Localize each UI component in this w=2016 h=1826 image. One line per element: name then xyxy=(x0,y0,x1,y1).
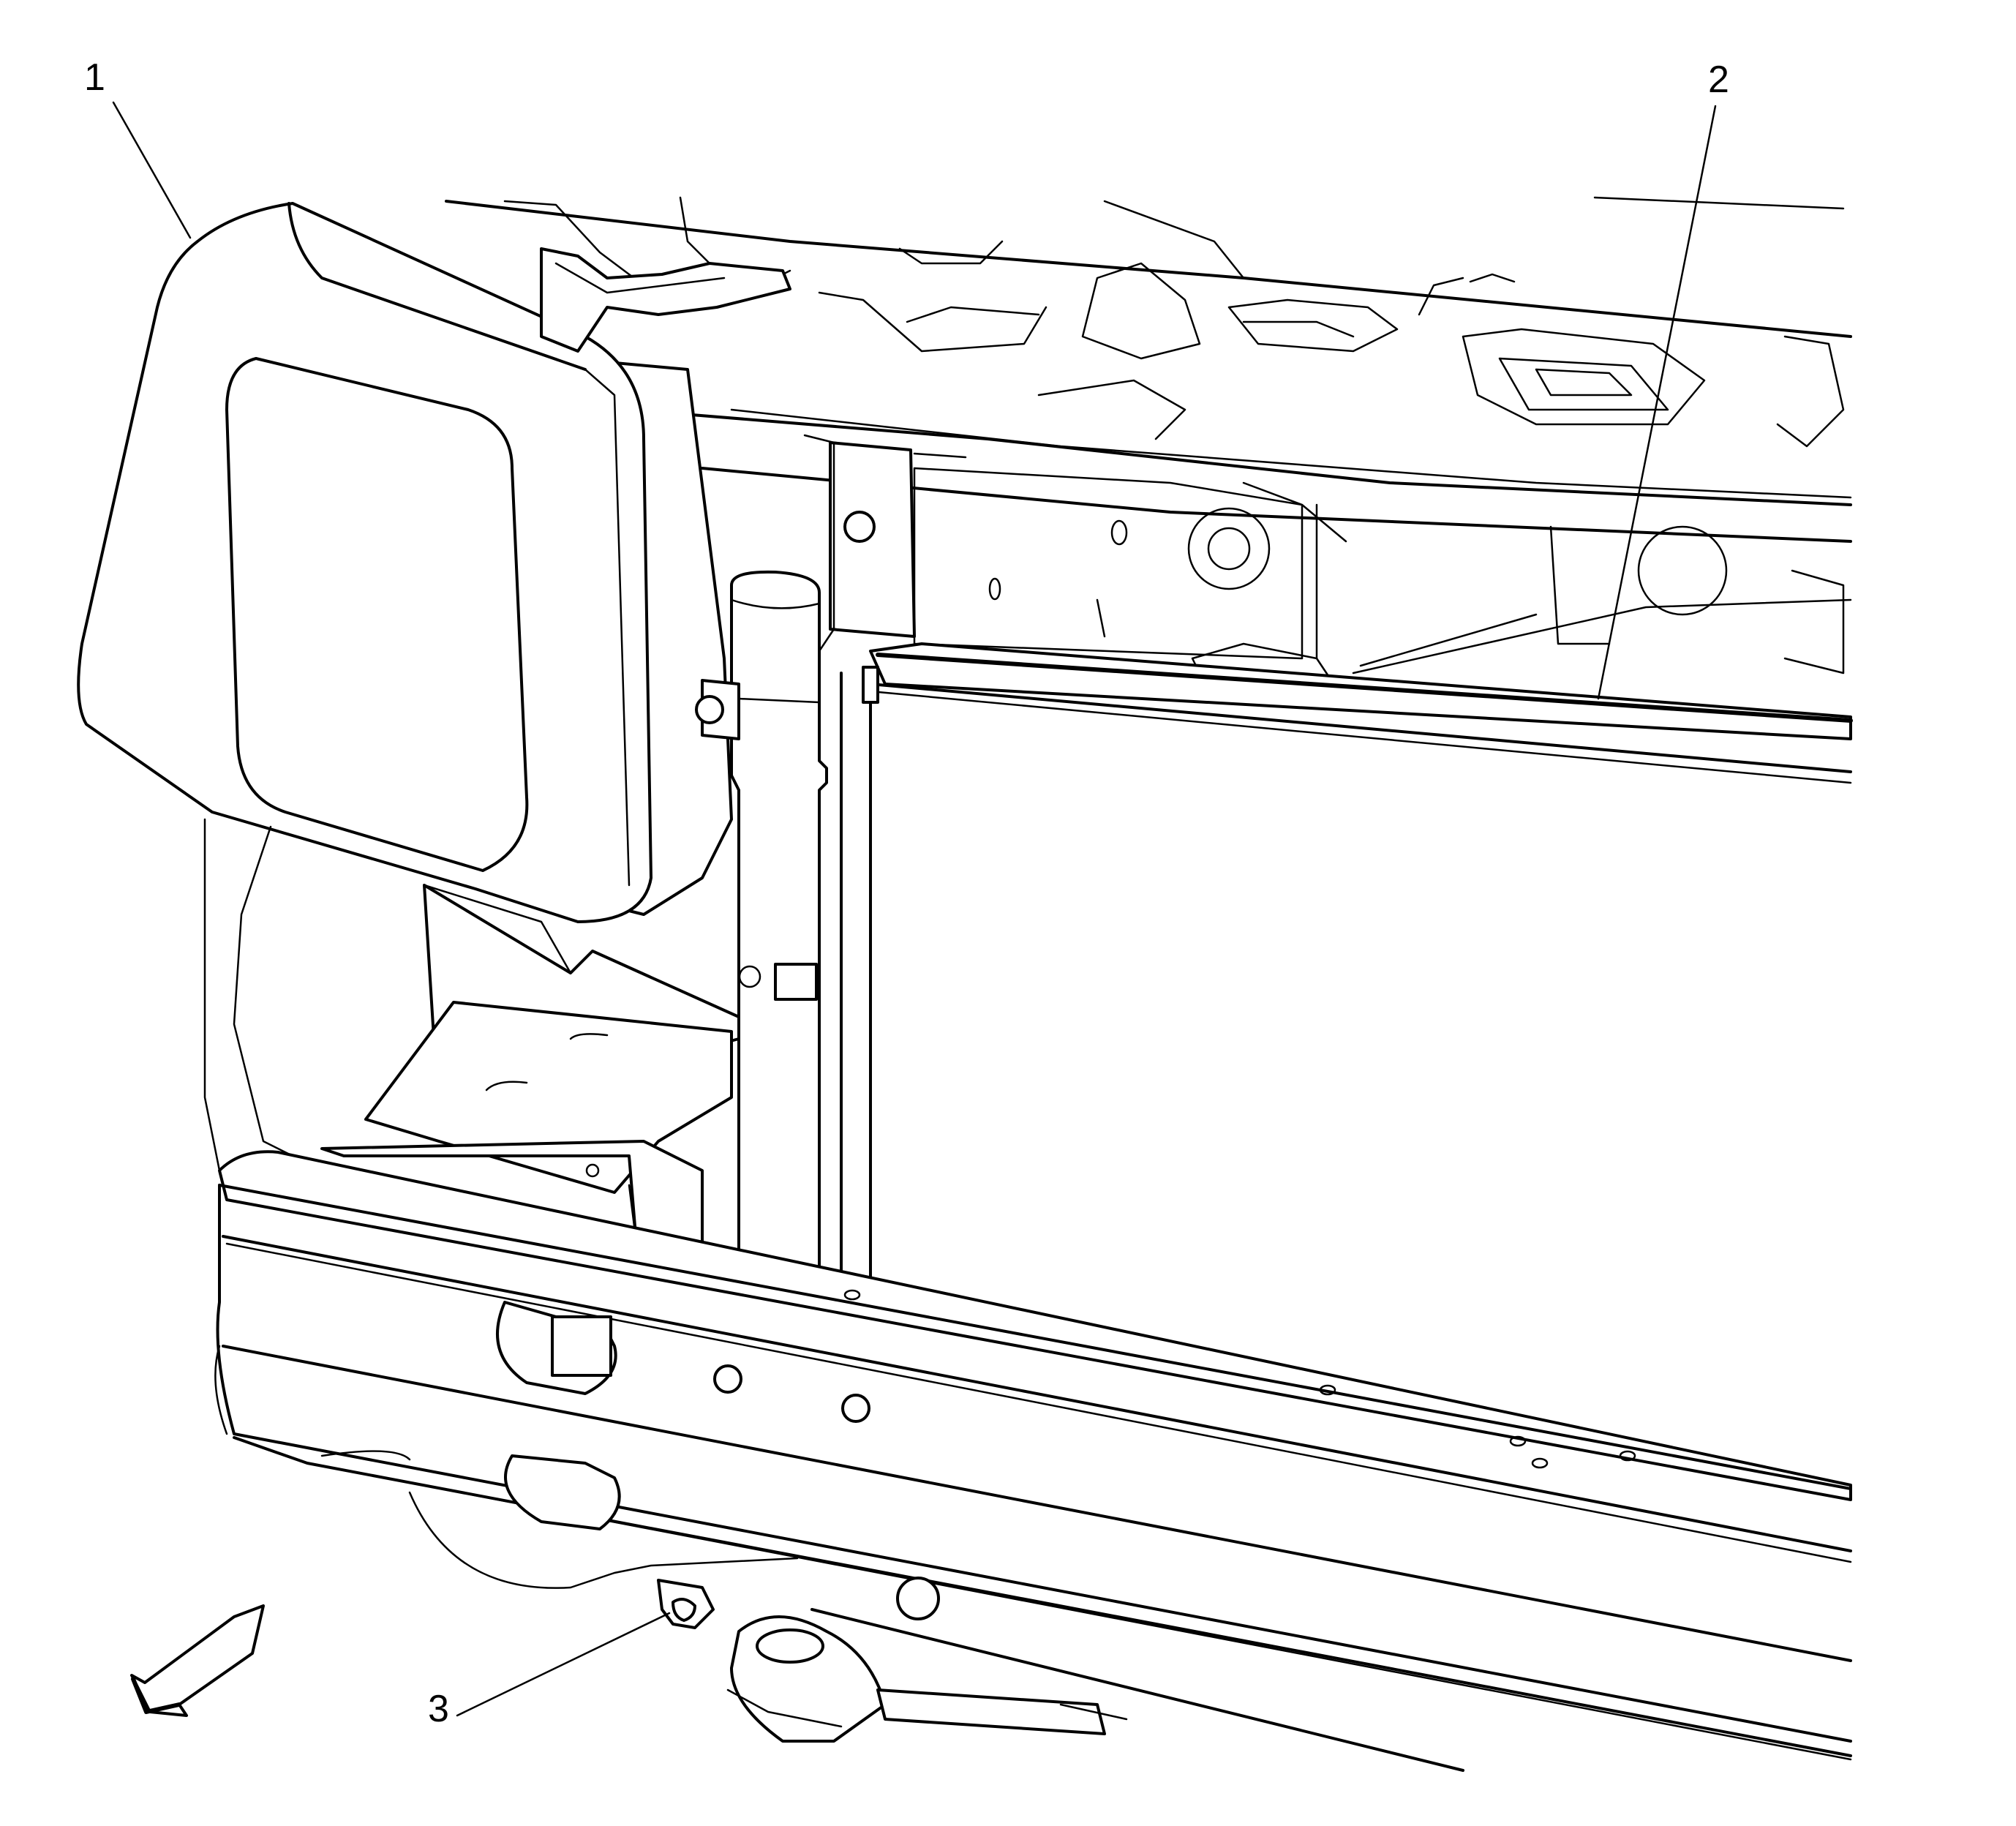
headlamp-assembly xyxy=(77,202,791,982)
lower-inner-structure xyxy=(203,818,740,1245)
headlamp-bracket xyxy=(695,434,967,740)
upper-bolt-icon xyxy=(843,511,876,543)
forward-arrow-icon xyxy=(130,1604,265,1717)
radiator-side-tank xyxy=(730,570,828,1271)
lower-fastener-area xyxy=(657,1579,1128,1743)
leader-line-3 xyxy=(456,1612,671,1717)
radiator-core xyxy=(840,642,1853,1278)
bracket-bolt-icon xyxy=(695,695,724,724)
leader-line-2 xyxy=(1597,105,1717,700)
leader-lines xyxy=(112,101,1717,1717)
fastener-icon xyxy=(672,1598,696,1622)
callout-2: 2 xyxy=(1708,59,1729,101)
leader-line-1 xyxy=(112,101,192,239)
lower-tie-bar xyxy=(214,1150,1852,1772)
callout-3: 3 xyxy=(428,1688,449,1730)
callout-1: 1 xyxy=(84,56,105,99)
